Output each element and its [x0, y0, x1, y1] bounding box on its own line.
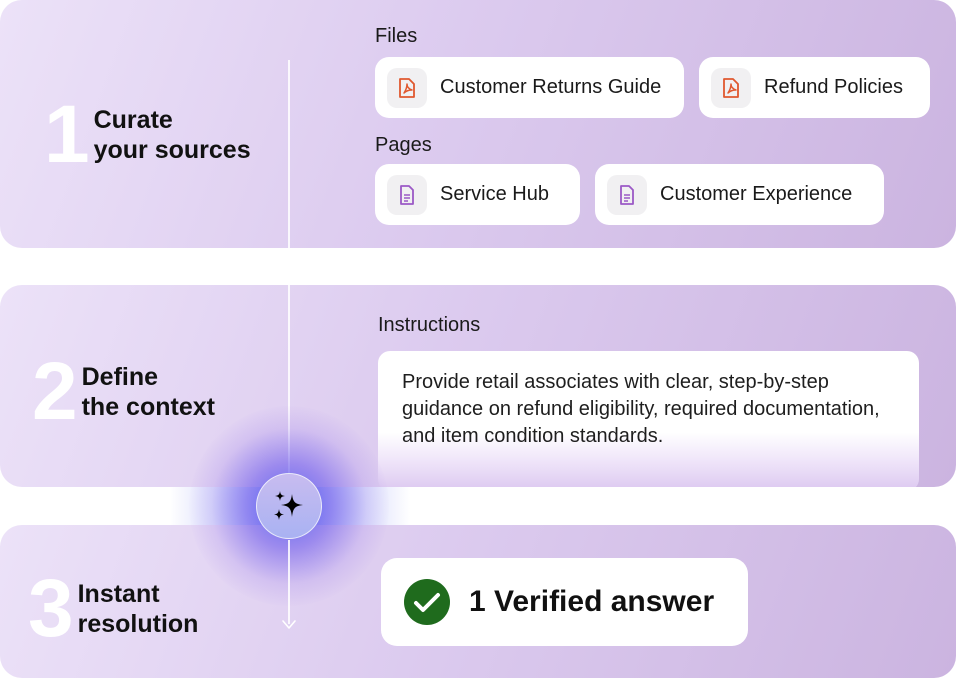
file-chip-label: Customer Returns Guide: [440, 76, 662, 98]
sparkles-button[interactable]: [256, 473, 322, 539]
verified-answer-label: 1 Verified answer: [469, 585, 715, 618]
step-title-line2: resolution: [77, 610, 199, 638]
step-title-line1: Curate: [93, 106, 173, 134]
page-document-icon: [387, 174, 427, 215]
files-section-label: Files: [375, 25, 418, 47]
check-circle-icon: [404, 579, 450, 625]
instructions-textarea[interactable]: Provide retail associates with clear, st…: [378, 351, 919, 487]
arrow-down-icon: [282, 620, 296, 629]
page-document-icon: [607, 174, 647, 215]
step-heading: 3 Instant resolution: [28, 568, 198, 650]
step-heading: 2 Define the context: [32, 351, 215, 433]
pages-section-label: Pages: [375, 134, 432, 156]
verified-answer-badge[interactable]: 1 Verified answer: [381, 558, 748, 646]
page-chip-customer-experience[interactable]: Customer Experience: [595, 164, 884, 225]
step-heading: 1 Curate your sources: [44, 94, 251, 176]
page-chip-label: Service Hub: [440, 183, 549, 205]
step-card-curate-sources: 1 Curate your sources Files Customer Ret…: [0, 0, 956, 248]
file-chip-refund-policies[interactable]: Refund Policies: [699, 57, 930, 118]
instructions-text: Provide retail associates with clear, st…: [402, 371, 880, 447]
pdf-file-icon: [387, 67, 427, 108]
step-title-line2: the context: [81, 393, 215, 421]
file-chip-customer-returns-guide[interactable]: Customer Returns Guide: [375, 57, 684, 118]
step-title: Define the context: [82, 362, 215, 422]
file-chip-label: Refund Policies: [764, 76, 903, 98]
step-title: Curate your sources: [94, 105, 251, 165]
page-chip-service-hub[interactable]: Service Hub: [375, 164, 580, 225]
step-title: Instant resolution: [78, 579, 199, 639]
pdf-file-icon: [711, 67, 751, 108]
step-title-line1: Define: [81, 363, 159, 391]
step-number: 1: [44, 89, 90, 180]
step-title-line2: your sources: [93, 136, 251, 164]
step-number: 2: [32, 346, 78, 437]
step-title-line1: Instant: [77, 580, 160, 608]
step-card-define-context: 2 Define the context Instructions Provid…: [0, 285, 956, 487]
connector-line: [288, 60, 290, 480]
page-chip-label: Customer Experience: [660, 183, 853, 205]
sparkles-icon: [274, 491, 303, 520]
step-card-instant-resolution: 3 Instant resolution 1 Verified answer: [0, 525, 956, 678]
instructions-label: Instructions: [378, 314, 481, 336]
step-number: 3: [28, 563, 74, 654]
connector-line-lower: [288, 540, 290, 624]
